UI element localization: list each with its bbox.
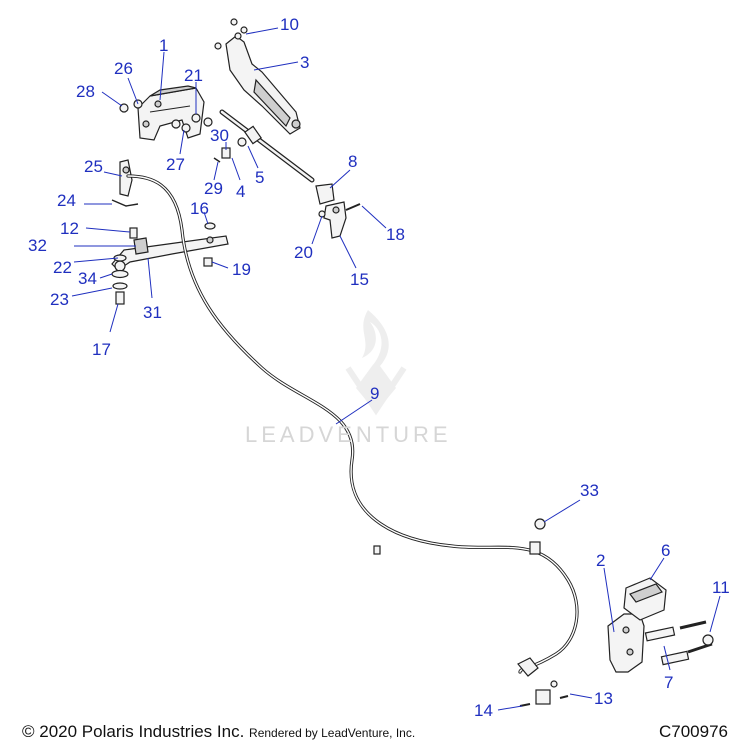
callout-18[interactable]: 18	[386, 225, 405, 244]
callout-26[interactable]: 26	[114, 59, 133, 78]
callout-25[interactable]: 25	[84, 157, 103, 176]
callout-29[interactable]: 29	[204, 179, 223, 198]
diagram-code: C700976	[658, 722, 728, 741]
linkage-parts-8-15	[315, 183, 361, 239]
callout-22[interactable]: 22	[53, 258, 72, 277]
callout-7[interactable]: 7	[664, 673, 673, 692]
callout-10[interactable]: 10	[280, 15, 299, 34]
rendered-by-text: Rendered by LeadVenture, Inc.	[249, 726, 416, 740]
callout-3[interactable]: 3	[300, 53, 309, 72]
callout-28[interactable]: 28	[76, 82, 95, 101]
callout-16[interactable]: 16	[190, 199, 209, 218]
callout-17[interactable]: 17	[92, 340, 111, 359]
callout-15[interactable]: 15	[350, 270, 369, 289]
callout-6[interactable]: 6	[661, 541, 670, 560]
callout-5[interactable]: 5	[255, 168, 264, 187]
callout-14[interactable]: 14	[474, 701, 493, 720]
leader-lines	[71, 27, 721, 711]
callout-9[interactable]: 9	[370, 384, 379, 403]
callouts: 1 2 3 4 5 6 7 8 9 10 11 12 13 14 15 16 1…	[28, 15, 730, 720]
shift-cable	[126, 174, 579, 674]
bracket-part-3	[214, 18, 301, 135]
bracket-part-2	[607, 613, 645, 673]
mount-block-part-6	[623, 577, 667, 621]
lever-assembly	[111, 159, 229, 305]
copyright-text: © 2020 Polaris Industries Inc.	[22, 722, 245, 741]
callout-13[interactable]: 13	[594, 689, 613, 708]
callout-23[interactable]: 23	[50, 290, 69, 309]
callout-33[interactable]: 33	[580, 481, 599, 500]
footer-copyright: © 2020 Polaris Industries Inc. Rendered …	[22, 722, 415, 742]
callout-2[interactable]: 2	[596, 551, 605, 570]
shift-rod	[213, 109, 315, 183]
bracket-part-1	[137, 85, 205, 141]
callout-21[interactable]: 21	[184, 66, 203, 85]
callout-12[interactable]: 12	[60, 219, 79, 238]
callout-8[interactable]: 8	[348, 152, 357, 171]
callout-24[interactable]: 24	[57, 191, 76, 210]
callout-32[interactable]: 32	[28, 236, 47, 255]
callout-30[interactable]: 30	[210, 126, 229, 145]
callout-19[interactable]: 19	[232, 260, 251, 279]
callout-1[interactable]: 1	[159, 36, 168, 55]
callout-27[interactable]: 27	[166, 155, 185, 174]
watermark-text: LEADVENTURE	[245, 422, 452, 447]
callout-34[interactable]: 34	[78, 269, 97, 288]
callout-11[interactable]: 11	[712, 578, 730, 597]
callout-20[interactable]: 20	[294, 243, 313, 262]
cable-end-lower	[517, 518, 569, 707]
leadventure-logo-icon	[345, 310, 407, 416]
bolts-part-7-11	[644, 620, 714, 666]
callout-4[interactable]: 4	[236, 182, 245, 201]
callout-31[interactable]: 31	[143, 303, 162, 322]
